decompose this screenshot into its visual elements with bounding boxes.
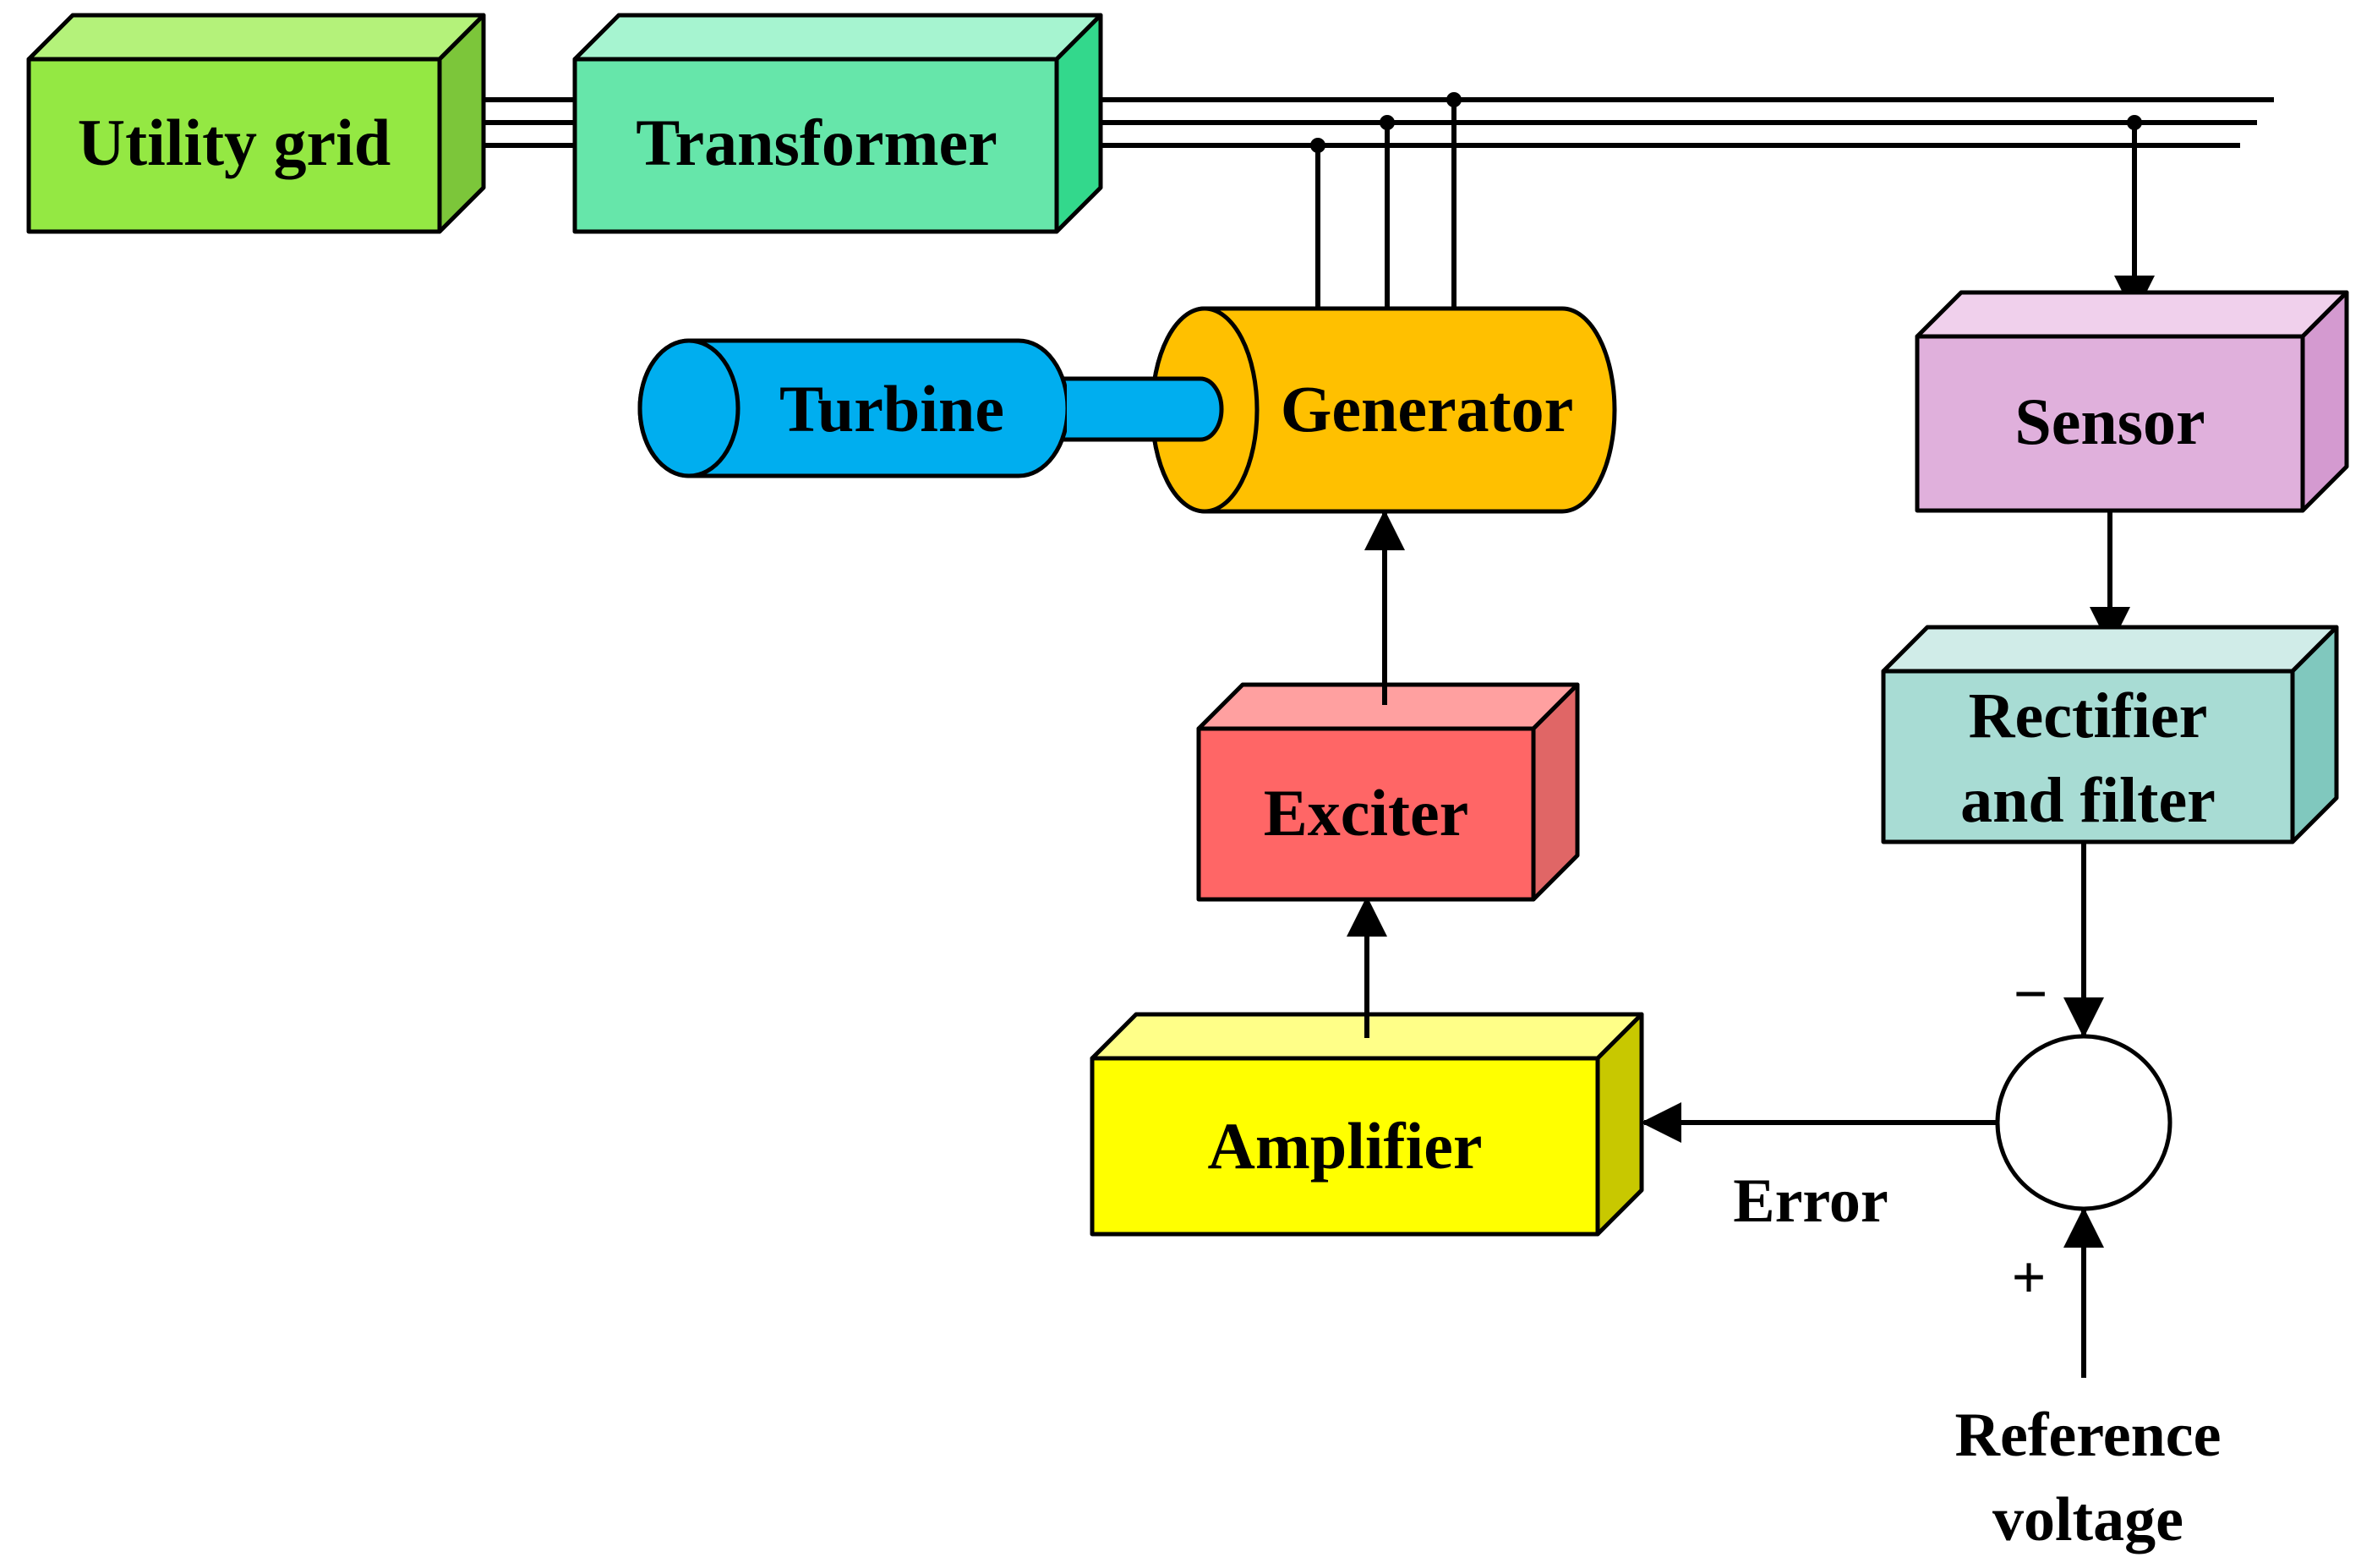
generator-block: Generator	[1067, 306, 1617, 514]
plus-sign: +	[2011, 1243, 2046, 1311]
reference-label-line2: voltage	[1992, 1485, 2183, 1554]
amplifier-block: Amplifier	[1090, 1012, 1644, 1237]
reference-label-line1: Reference	[1955, 1401, 2222, 1470]
bus-junction-dot	[1446, 92, 1462, 107]
utility-grid-label: Utility grid	[78, 106, 391, 179]
transformer-label: Transformer	[636, 106, 997, 179]
bus-junction-dot	[1380, 115, 1395, 130]
generator-label: Generator	[1281, 372, 1574, 445]
turbine-label: Turbine	[779, 372, 1004, 445]
minus-sign: −	[2013, 960, 2047, 1028]
exciter-label: Exciter	[1264, 776, 1469, 850]
rectifier-label-line2: and filter	[1960, 765, 2216, 836]
exciter-block: Exciter	[1196, 682, 1580, 902]
utility-grid-block: Utility grid	[26, 13, 486, 234]
rectifier-filter-block: Rectifier and filter	[1881, 625, 2339, 844]
sensor-block: Sensor	[1915, 290, 2349, 513]
sensor-label: Sensor	[2014, 385, 2205, 458]
error-label: Error	[1733, 1166, 1888, 1236]
transformer-block: Transformer	[572, 13, 1103, 234]
rectifier-label-line1: Rectifier	[1969, 680, 2208, 751]
amplifier-label: Amplifier	[1208, 1109, 1483, 1183]
three-phase-bus	[461, 92, 2274, 316]
bus-junction-dot	[1310, 138, 1325, 153]
